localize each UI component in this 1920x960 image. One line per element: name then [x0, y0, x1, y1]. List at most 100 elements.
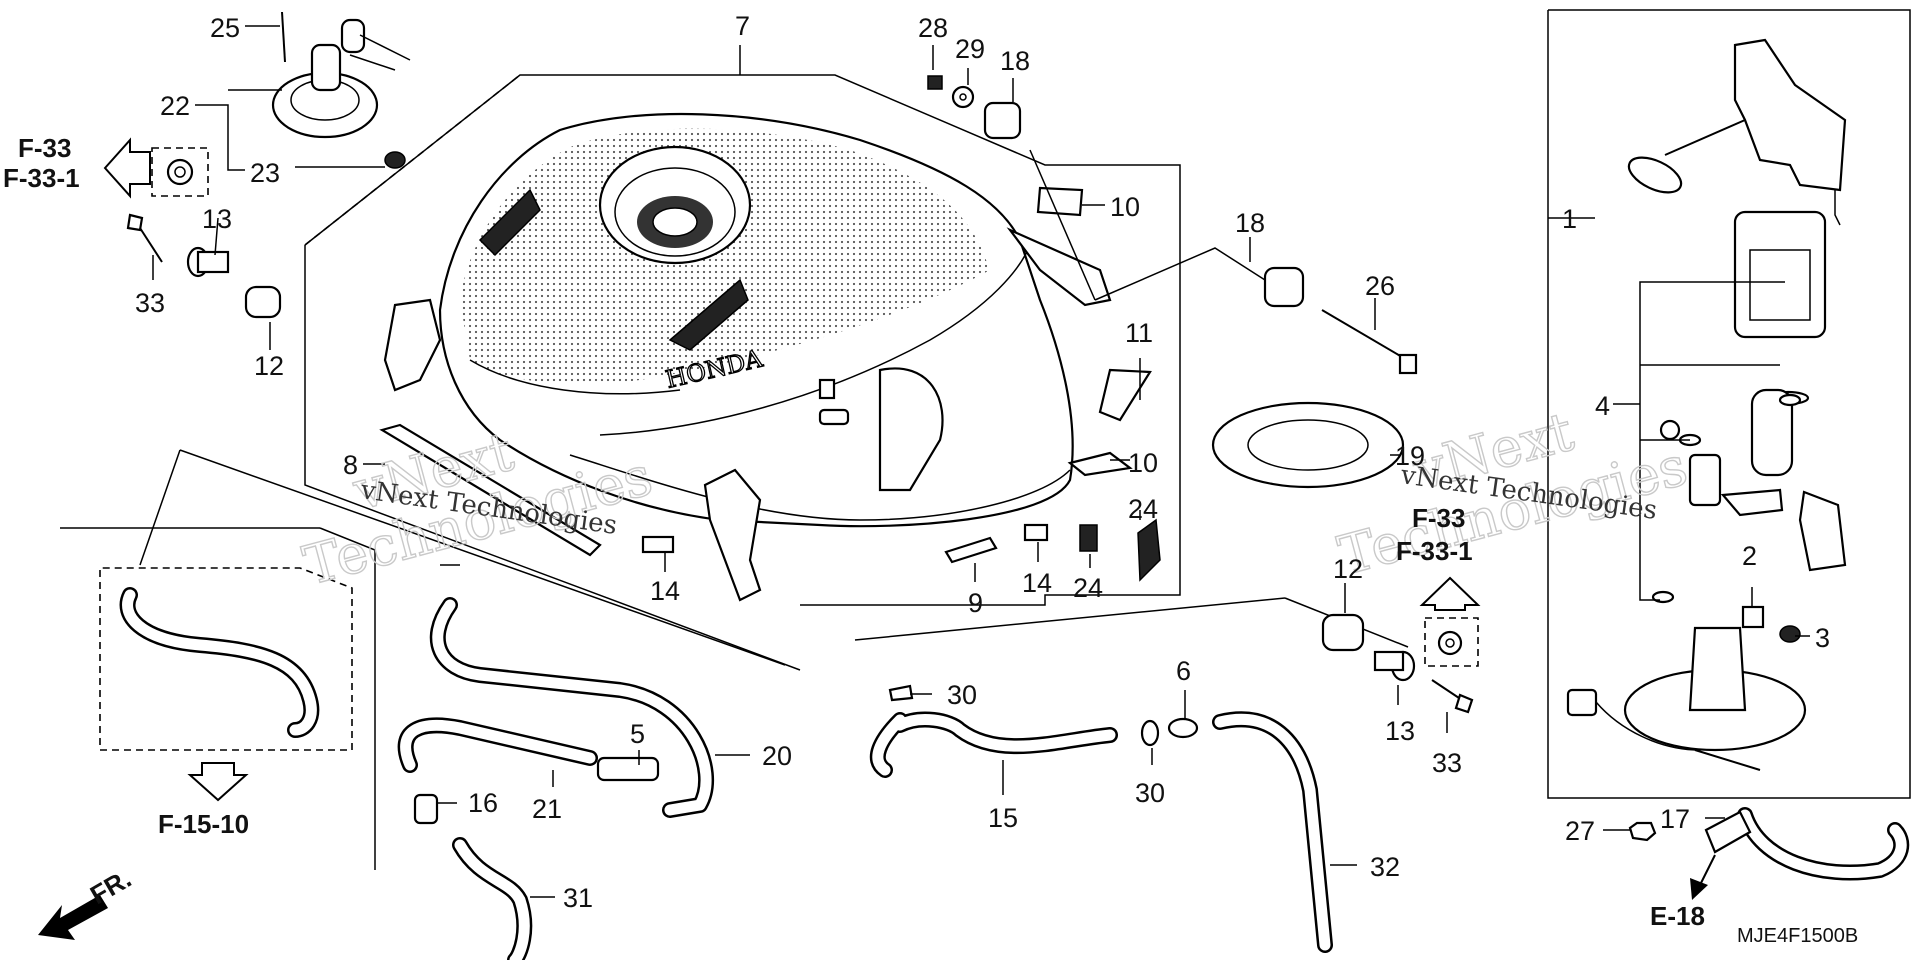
rubber-18-right [1263, 266, 1305, 308]
label-11: 11 [1125, 318, 1153, 348]
label-33-left: 33 [135, 288, 165, 318]
label-12-left: 12 [254, 351, 284, 381]
label-12-right: 12 [1333, 554, 1363, 584]
label-11 [1098, 368, 1152, 422]
label-13-right: 13 [1385, 716, 1415, 746]
dashed-box-right-clip [1424, 617, 1479, 667]
hose-32 [1212, 711, 1333, 953]
rubber-14-a [641, 535, 675, 554]
screw-3 [1779, 625, 1801, 643]
label-19: 19 [1395, 441, 1425, 471]
dashed-box-left-clip [151, 147, 209, 197]
label-13-left: 13 [202, 204, 232, 234]
ref-e18: E-18 [1650, 901, 1705, 931]
fuel-cap-assembly [271, 11, 411, 169]
label-20: 20 [762, 741, 792, 771]
ref-f15-10: F-15-10 [158, 809, 249, 839]
collar-13-right [1373, 650, 1416, 682]
rubber-12-right [1321, 613, 1365, 652]
plate-19 [1211, 401, 1405, 489]
arrow-up-f33 [1419, 576, 1481, 611]
bolt-33-left [126, 213, 163, 263]
clip-30-a [888, 684, 914, 702]
cushion-24-a [1079, 524, 1098, 552]
label-9: 9 [968, 588, 983, 618]
rubber-9 [944, 536, 998, 564]
label-26: 26 [1365, 271, 1395, 301]
strip-8 [379, 423, 602, 557]
cushion-24-b [1137, 518, 1161, 582]
rubber-14-b [1023, 523, 1049, 542]
label-14-b: 14 [1022, 568, 1052, 598]
rubber-12-left [244, 285, 282, 319]
label-16: 16 [468, 788, 498, 818]
label-14-a: 14 [650, 576, 680, 606]
washer-29 [951, 85, 975, 109]
label-29: 29 [955, 34, 985, 64]
label-10-bottom [1067, 451, 1133, 477]
joint-6 [1167, 717, 1199, 739]
nut-2 [1741, 605, 1765, 629]
label-10-bottom: 10 [1128, 448, 1158, 478]
ref-f33-left: F-33 [18, 133, 71, 163]
label-24-top: 24 [1128, 494, 1158, 524]
elbow-e18 [1704, 810, 1752, 854]
label-31: 31 [563, 883, 593, 913]
label-32: 32 [1370, 852, 1400, 882]
label-8: 8 [343, 450, 358, 480]
hose-15 [869, 711, 1118, 778]
label-17: 17 [1660, 804, 1690, 834]
label-22: 22 [160, 91, 190, 121]
label-28: 28 [918, 13, 948, 43]
label-18-right: 18 [1235, 208, 1265, 238]
nut-28 [927, 75, 943, 90]
label-5: 5 [630, 719, 645, 749]
label-30-bottom: 30 [1135, 778, 1165, 808]
diagram-code: MJE4F1500B [1737, 925, 1858, 947]
label-15: 15 [988, 803, 1018, 833]
part-number-labels: 25 22 23 13 33 12 7 28 29 18 10 18 26 11… [135, 11, 1830, 913]
label-23: 23 [250, 158, 280, 188]
label-7: 7 [735, 11, 750, 41]
dashed-box-hose-f15 [99, 567, 353, 751]
label-24-bottom: 24 [1073, 573, 1103, 603]
ref-f33-1-right: F-33-1 [1396, 536, 1473, 566]
label-6: 6 [1176, 656, 1191, 686]
label-33-right: 33 [1432, 748, 1462, 778]
arrow-front [38, 895, 108, 940]
arrow-down-e18 [1690, 854, 1716, 900]
hose-17 [1737, 807, 1910, 881]
grommet-right-clip [1437, 630, 1463, 656]
hose-20 [429, 597, 715, 818]
collar-13-left [186, 246, 230, 278]
ref-f33-1-left: F-33-1 [3, 163, 80, 193]
pump-group-frame [1547, 9, 1911, 799]
label-10-top [1036, 186, 1084, 217]
clip-30-b [1140, 719, 1160, 747]
fuel-tank: HONDA [383, 112, 1112, 602]
tank-group-outline [304, 74, 1181, 671]
joint-16 [413, 793, 439, 825]
arrow-left-f33 [103, 137, 151, 199]
label-30-top: 30 [947, 680, 977, 710]
label-18-top: 18 [1000, 46, 1030, 76]
bolt-26 [1321, 309, 1418, 375]
label-25: 25 [210, 13, 240, 43]
hose-21 [397, 717, 598, 773]
label-1: 1 [1562, 204, 1577, 234]
ref-f33-right: F-33 [1412, 503, 1465, 533]
joint-5 [596, 756, 660, 782]
rubber-18-top [983, 101, 1022, 140]
part-4-bracket-lines [1639, 281, 1785, 601]
label-4: 4 [1595, 391, 1610, 421]
bolt-33-right [1431, 679, 1474, 714]
label-3: 3 [1815, 623, 1830, 653]
leader-lines [152, 25, 1810, 898]
grommet-left-clip [166, 158, 194, 186]
label-2: 2 [1742, 541, 1757, 571]
nut-27 [1628, 821, 1657, 842]
label-27: 27 [1565, 816, 1595, 846]
fuel-pump-unit [1627, 38, 1847, 572]
pump-flange [1566, 626, 1807, 771]
